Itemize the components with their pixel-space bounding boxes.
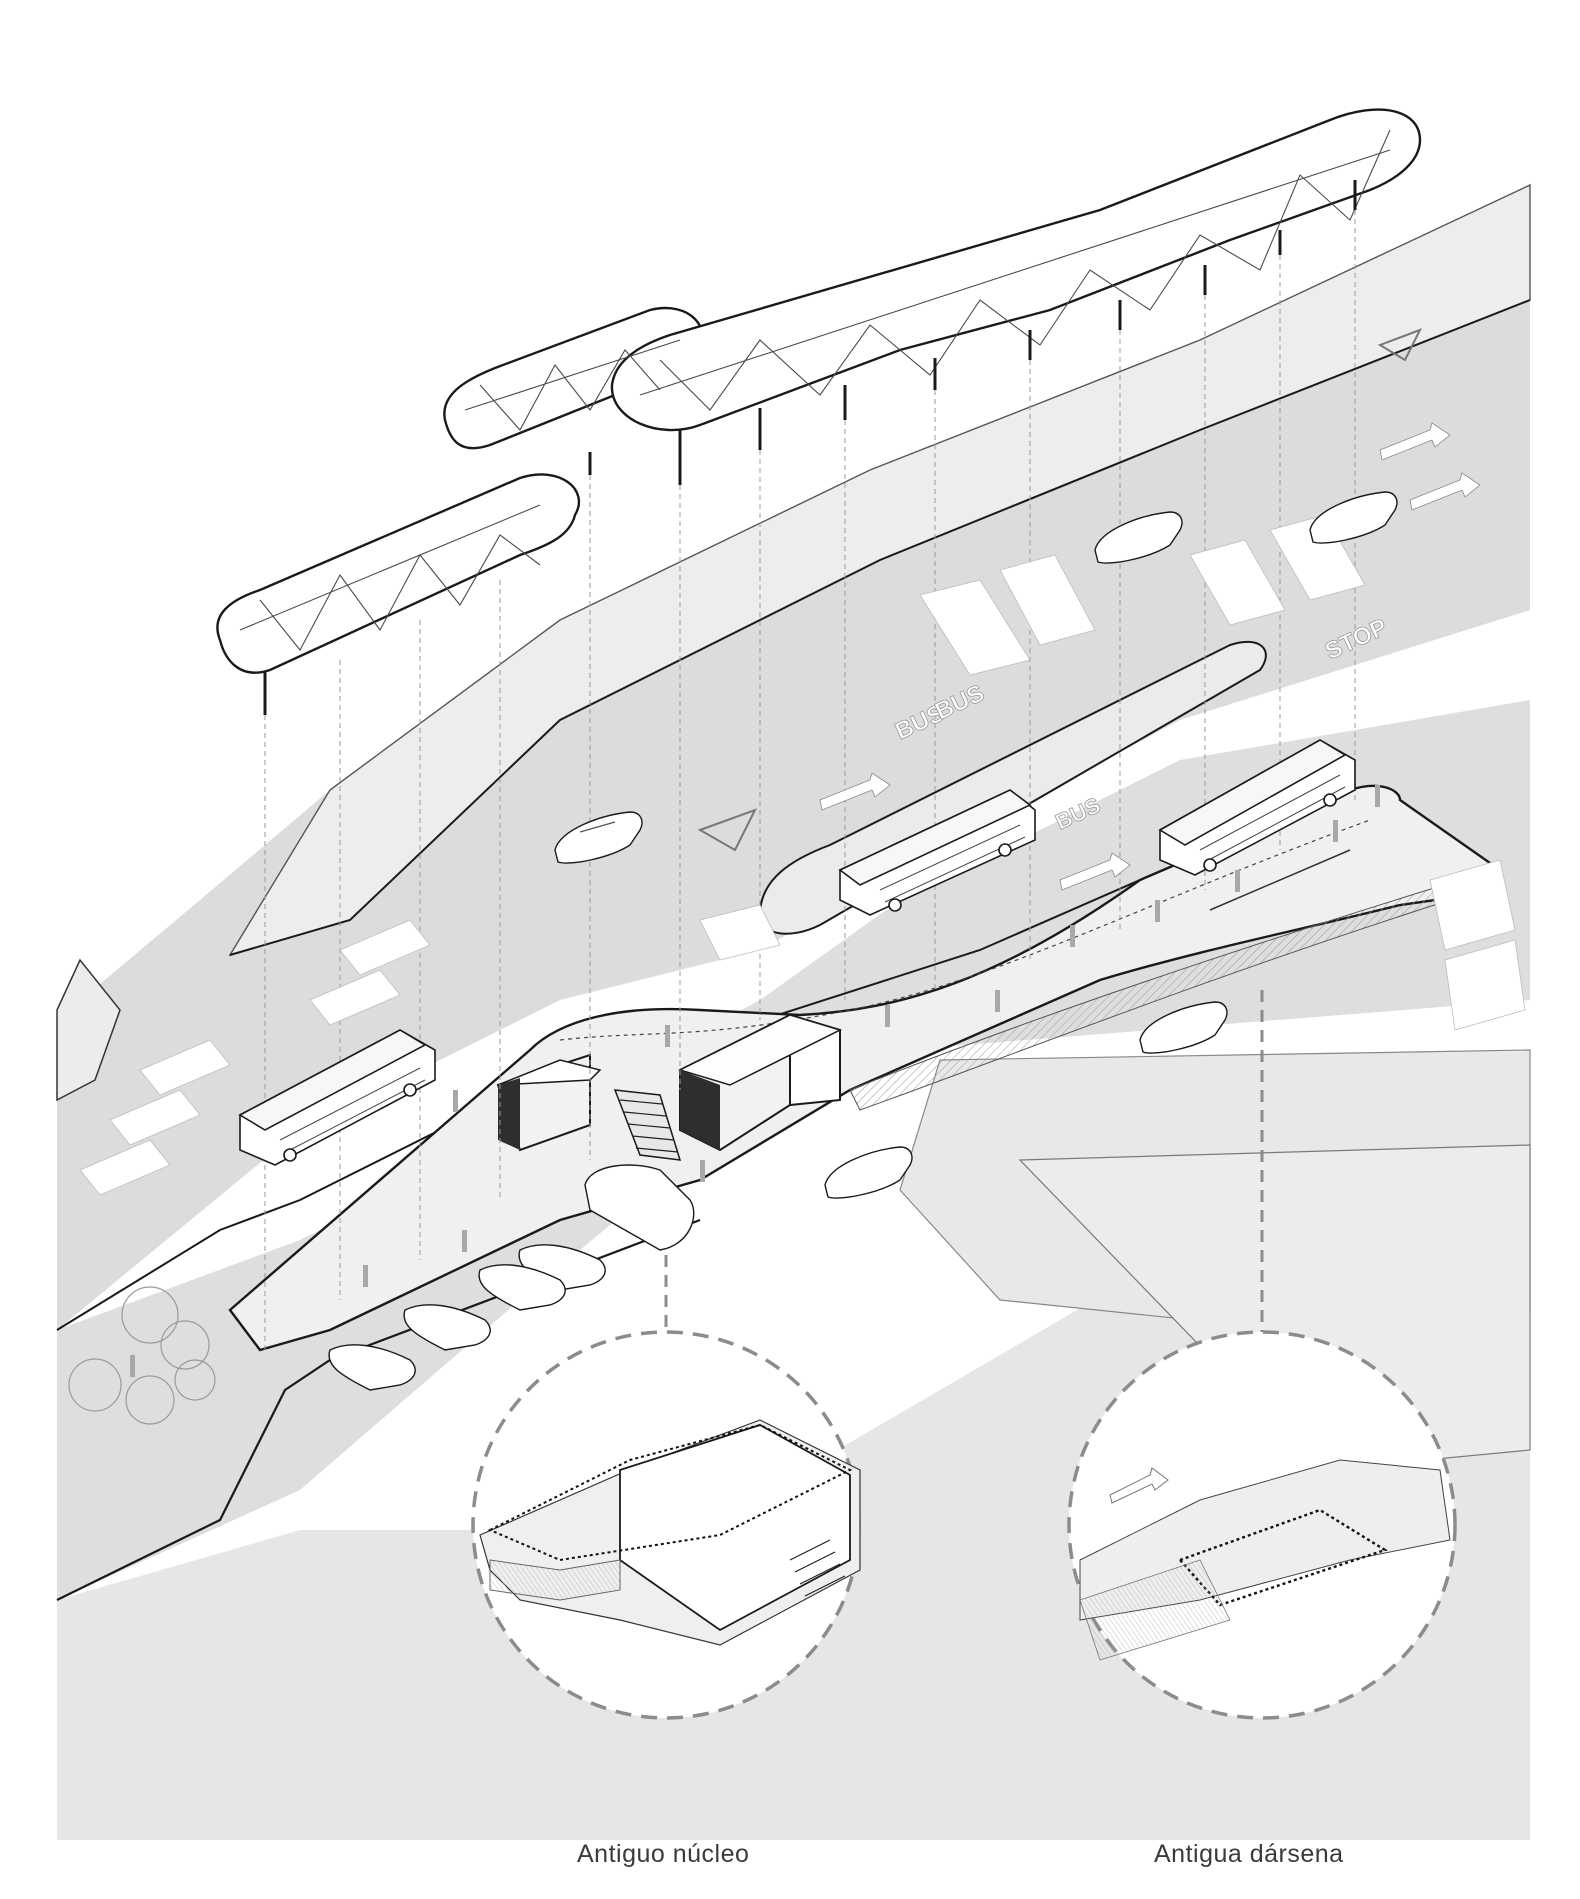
volume-right-dark — [680, 1070, 720, 1150]
old-dock-ramp — [1079, 1559, 1231, 1661]
car-2 — [1094, 511, 1183, 564]
canopy-columns — [263, 180, 1357, 715]
canopy-truss — [239, 129, 1391, 651]
stair-icon — [789, 1539, 846, 1597]
pedestrian — [885, 1005, 890, 1027]
pedestrian — [665, 1025, 670, 1047]
detail-circles — [471, 990, 1457, 1720]
crossing-left — [79, 919, 431, 1196]
pedestrian-crossing-icon — [79, 514, 1526, 1196]
pedestrian — [453, 1090, 458, 1112]
platform — [228, 784, 1503, 1352]
taxi-3 — [403, 1304, 491, 1351]
arrow-icon — [1109, 1467, 1169, 1504]
pavilion — [496, 1013, 843, 1161]
van — [584, 1164, 695, 1251]
bus-icon — [238, 739, 1356, 1166]
pedestrian — [1070, 925, 1075, 947]
pedestrian — [700, 1160, 705, 1182]
car-1 — [554, 811, 643, 864]
volume-right-top — [677, 1014, 843, 1086]
detail-circle-right — [1067, 1330, 1457, 1720]
canopy-segment-1 — [216, 473, 581, 674]
caption-right: Antigua dársena — [1154, 1840, 1344, 1868]
car-5 — [824, 1146, 913, 1199]
car-3 — [1309, 491, 1398, 544]
stair-icon — [613, 1089, 682, 1161]
tree-icon — [68, 1286, 216, 1425]
bus-center — [838, 789, 1036, 916]
pedestrian — [995, 990, 1000, 1012]
roof-canopy — [216, 108, 1422, 715]
canopy-segment-3 — [610, 108, 1422, 432]
taxi-4 — [328, 1344, 416, 1391]
crossing-upper — [919, 514, 1366, 676]
pedestrian — [1155, 900, 1160, 922]
railing — [1209, 849, 1351, 911]
platform-dashed-path — [559, 819, 1371, 1041]
pedestrian — [363, 1265, 368, 1287]
taxi-2 — [478, 1264, 566, 1311]
old-core-hatch — [489, 1559, 621, 1601]
old-dock-outline — [1177, 1508, 1388, 1607]
bus-left — [238, 1029, 436, 1166]
yield-triangle-upper — [1377, 328, 1423, 362]
pedestrian — [1235, 870, 1240, 892]
detail-circle-left — [471, 1330, 861, 1720]
platform-top — [228, 784, 1503, 1352]
pedestrian — [462, 1230, 467, 1252]
volume-left-top — [497, 1059, 602, 1086]
volume-left-dark — [498, 1078, 520, 1150]
car-icon — [328, 491, 1398, 1391]
pedestrian-icon — [130, 785, 1380, 1377]
pedestrian — [1375, 785, 1380, 807]
upper-curb — [229, 299, 1531, 956]
left-island — [56, 958, 121, 1102]
pedestrian — [1333, 820, 1338, 842]
crossing-right — [699, 859, 1526, 1031]
caption-left: Antiguo núcleo — [577, 1840, 750, 1868]
old-core-roof — [487, 1423, 853, 1562]
bus-right — [1158, 739, 1356, 876]
pedestrian — [130, 1355, 135, 1377]
yield-triangle — [697, 808, 758, 852]
car-4 — [1139, 1001, 1228, 1054]
